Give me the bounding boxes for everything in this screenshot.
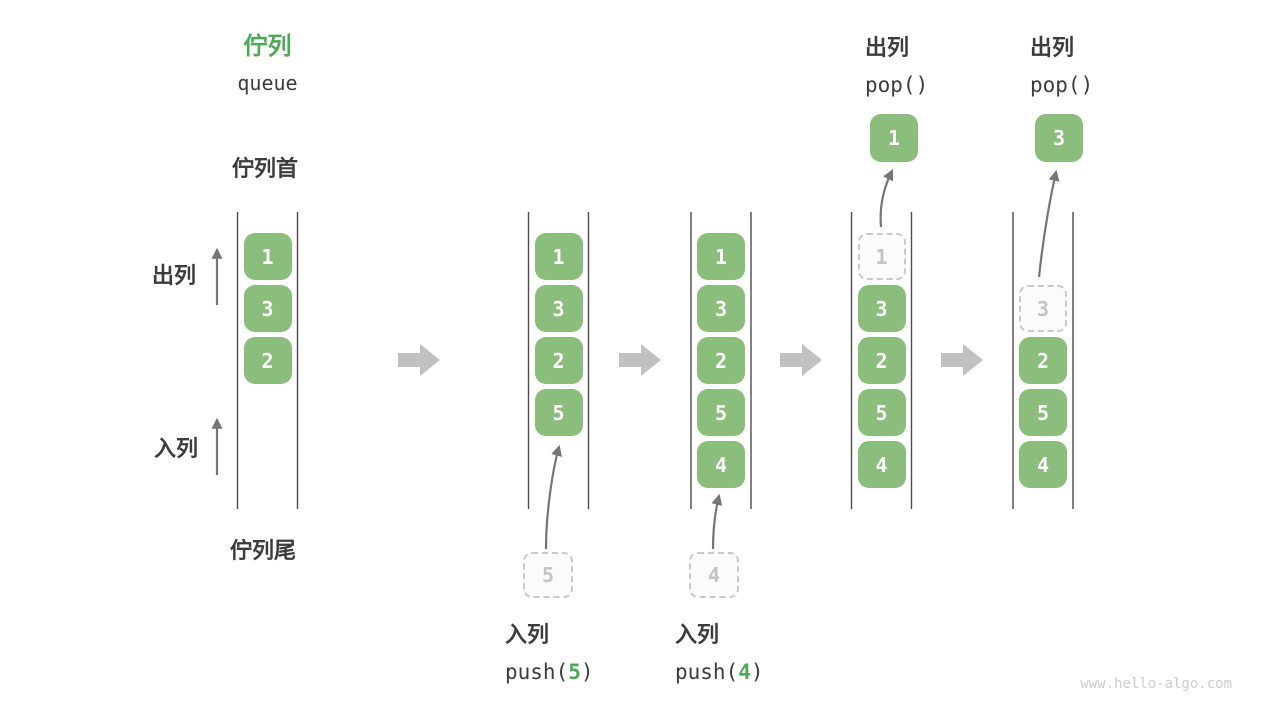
dequeue-caption-code: pop(): [1030, 73, 1094, 97]
push4-arrow-icon: [711, 493, 723, 550]
enqueue-caption-code: push(5): [505, 660, 594, 684]
queue-front-label: 佇列首: [232, 156, 299, 181]
queue-item-box: 2: [857, 337, 906, 384]
enqueue-side-label: 入列: [154, 436, 199, 461]
dequeue-caption-zh: 出列: [1030, 35, 1075, 60]
pop3-arrow-icon: [1037, 169, 1060, 278]
incoming-item-ghost: 5: [523, 552, 573, 598]
queue-rear-label: 佇列尾: [230, 538, 297, 563]
queue-item-box: 1: [697, 233, 745, 280]
watermark: www.hello-algo.com: [1080, 676, 1232, 692]
dequeue-side-label: 出列: [152, 263, 197, 288]
enqueue-caption-zh: 入列: [505, 622, 550, 647]
enqueue-operation-caption: 入列 push(5): [505, 617, 594, 684]
queue-item-box: 3: [243, 285, 292, 332]
queue-item-box: 2: [243, 337, 292, 384]
queue-item-ghost: 1: [857, 233, 906, 280]
incoming-item-ghost: 4: [689, 552, 739, 598]
dequeue-operation-caption: 出列 pop(): [865, 30, 928, 97]
queue-item-box: 5: [857, 389, 906, 436]
dequeue-operation-caption: 出列 pop(): [1030, 30, 1093, 97]
queue-item-box: 5: [697, 389, 745, 436]
queue-item-box: 2: [534, 337, 583, 384]
popped-item-box: 3: [1035, 114, 1083, 162]
title-en: queue: [237, 70, 298, 95]
queue-item-box: 4: [1019, 441, 1067, 488]
queue-item-box: 1: [243, 233, 292, 280]
dequeue-caption-zh: 出列: [865, 35, 910, 60]
dequeue-caption-code: pop(): [865, 73, 929, 97]
block-arrow-icon: [780, 344, 822, 376]
queue-item-box: 5: [534, 389, 583, 436]
queue-item-box: 4: [857, 441, 906, 488]
enqueue-caption-zh: 入列: [675, 622, 720, 647]
enqueue-caption-code: push(4): [675, 660, 764, 684]
queue-item-box: 5: [1019, 389, 1067, 436]
block-arrow-icon: [619, 344, 661, 376]
queue-walls: [236, 212, 1074, 509]
state-transition-arrows: [398, 344, 983, 376]
enqueue-arg-value: 5: [568, 660, 581, 684]
popped-item-box: 1: [870, 114, 918, 162]
queue-item-ghost: 3: [1019, 285, 1067, 332]
block-arrow-icon: [941, 344, 983, 376]
queue-item-box: 4: [697, 441, 745, 488]
queue-item-box: 3: [697, 285, 745, 332]
push5-arrow-icon: [544, 444, 562, 550]
pop1-arrow-icon: [879, 169, 893, 228]
queue-item-box: 1: [534, 233, 583, 280]
thin-arrows: [211, 169, 1060, 550]
queue-item-box: 2: [697, 337, 745, 384]
title-zh: 佇列: [243, 33, 292, 60]
diagram-title: 佇列 queue: [197, 33, 338, 95]
block-arrow-icon: [398, 344, 440, 376]
queue-item-box: 3: [857, 285, 906, 332]
queue-item-box: 3: [534, 285, 583, 332]
enqueue-operation-caption: 入列 push(4): [675, 617, 764, 684]
queue-item-box: 2: [1019, 337, 1067, 384]
enqueue-arg-value: 4: [738, 660, 751, 684]
